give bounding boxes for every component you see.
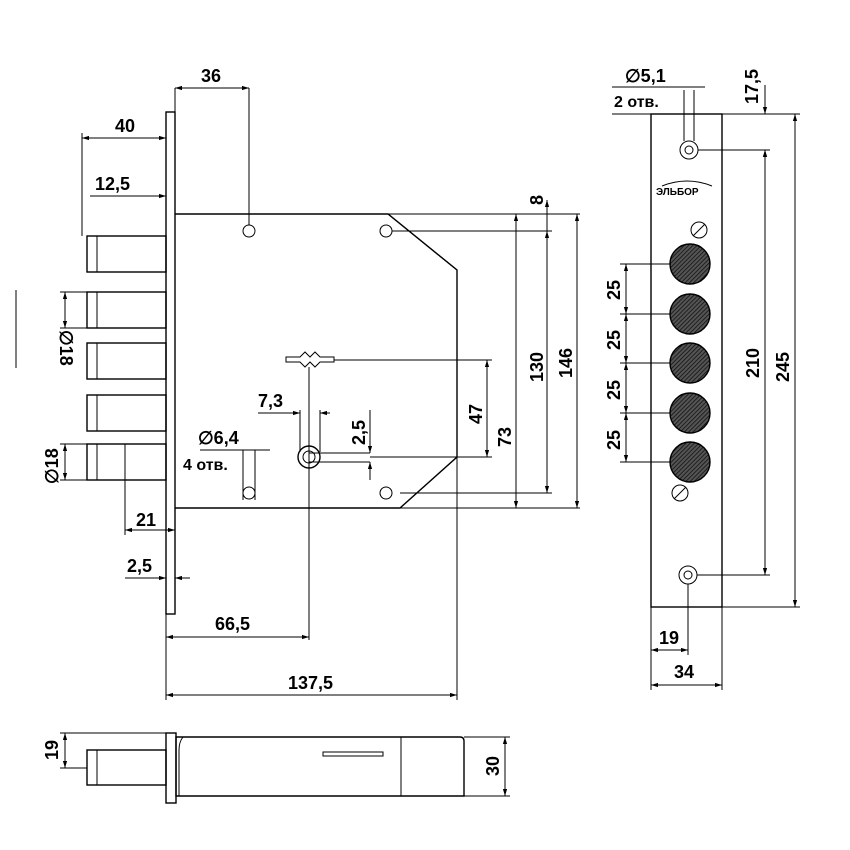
dim-245-label: 245 <box>773 352 793 382</box>
screw-icon <box>671 484 689 502</box>
dim-17-5-label: 17,5 <box>742 69 762 104</box>
dim-12-5-label: 12,5 <box>95 174 130 194</box>
dim-137-5-label: 137,5 <box>288 673 333 693</box>
faceplate-dim-19-label: 19 <box>659 628 679 648</box>
faceplate-hole-diameter-label: ∅5,1 <box>625 66 666 86</box>
hole-diameter-label: ∅6,4 <box>198 428 239 448</box>
dim-47-label: 47 <box>466 404 486 424</box>
dim-2-5-label: 2,5 <box>127 556 152 576</box>
faceplate-dim-34-label: 34 <box>674 662 694 682</box>
bottom-view: 19 30 <box>42 732 510 804</box>
mount-hole <box>379 224 393 238</box>
faceplate-view: ЭЛЬБОР <box>604 66 800 690</box>
dim-210-label: 210 <box>743 348 763 378</box>
dim-2-5-small-label: 2,5 <box>349 420 369 445</box>
bottom-dim-30-label: 30 <box>483 756 503 776</box>
mount-hole <box>242 224 256 238</box>
mount-hole <box>379 486 393 500</box>
faceplate-screw-hole <box>678 565 698 585</box>
latch-spindle-mark <box>285 351 335 368</box>
hole-count-label: 4 отв. <box>183 457 228 474</box>
bolt-group <box>86 235 167 481</box>
dim-7-3-label: 7,3 <box>258 391 283 411</box>
bolt <box>86 342 167 380</box>
slot-mark <box>322 751 384 757</box>
dim-66-5-label: 66,5 <box>215 614 250 634</box>
bolt-opening <box>669 441 711 483</box>
dim-73-label: 73 <box>495 427 515 447</box>
bolt-opening <box>669 342 711 384</box>
brand-logo: ЭЛЬБОР <box>656 187 699 198</box>
dim-130-label: 130 <box>527 352 547 382</box>
bottom-dim-19-label: 19 <box>42 740 62 760</box>
bolt-diameter-top-label: ∅18 <box>56 330 76 366</box>
bolt <box>86 443 167 481</box>
front-view: 36 40 12,5 8 130 146 47 73 7,3 2,5 ∅6,4 … <box>15 66 580 700</box>
lock-faceplate-side <box>165 111 176 615</box>
bottom-bolt <box>86 749 167 786</box>
pitch-2-label: 25 <box>604 330 624 350</box>
brand-logo-arc <box>661 180 713 187</box>
dim-21-label: 21 <box>136 510 156 530</box>
bolt-opening <box>669 293 711 335</box>
screw-icon <box>690 221 708 239</box>
dim-146-label: 146 <box>556 348 576 378</box>
bolt <box>86 291 167 329</box>
mount-hole <box>242 486 256 500</box>
dim-8-label: 8 <box>527 195 547 205</box>
bolt <box>86 235 167 273</box>
pitch-1-label: 25 <box>604 280 624 300</box>
bolt-opening <box>669 243 711 285</box>
pitch-3-label: 25 <box>604 380 624 400</box>
bolt-opening <box>669 392 711 434</box>
faceplate-hole-count-label: 2 отв. <box>614 94 659 111</box>
dim-40-label: 40 <box>115 116 135 136</box>
dim-36-label: 36 <box>201 66 221 86</box>
bolt <box>86 394 167 432</box>
pitch-4-label: 25 <box>604 430 624 450</box>
bolt-diameter-bottom-label: ∅18 <box>42 448 62 484</box>
bottom-faceplate <box>165 732 177 804</box>
bottom-body-outline <box>175 736 465 797</box>
faceplate-screw-hole <box>679 140 699 160</box>
